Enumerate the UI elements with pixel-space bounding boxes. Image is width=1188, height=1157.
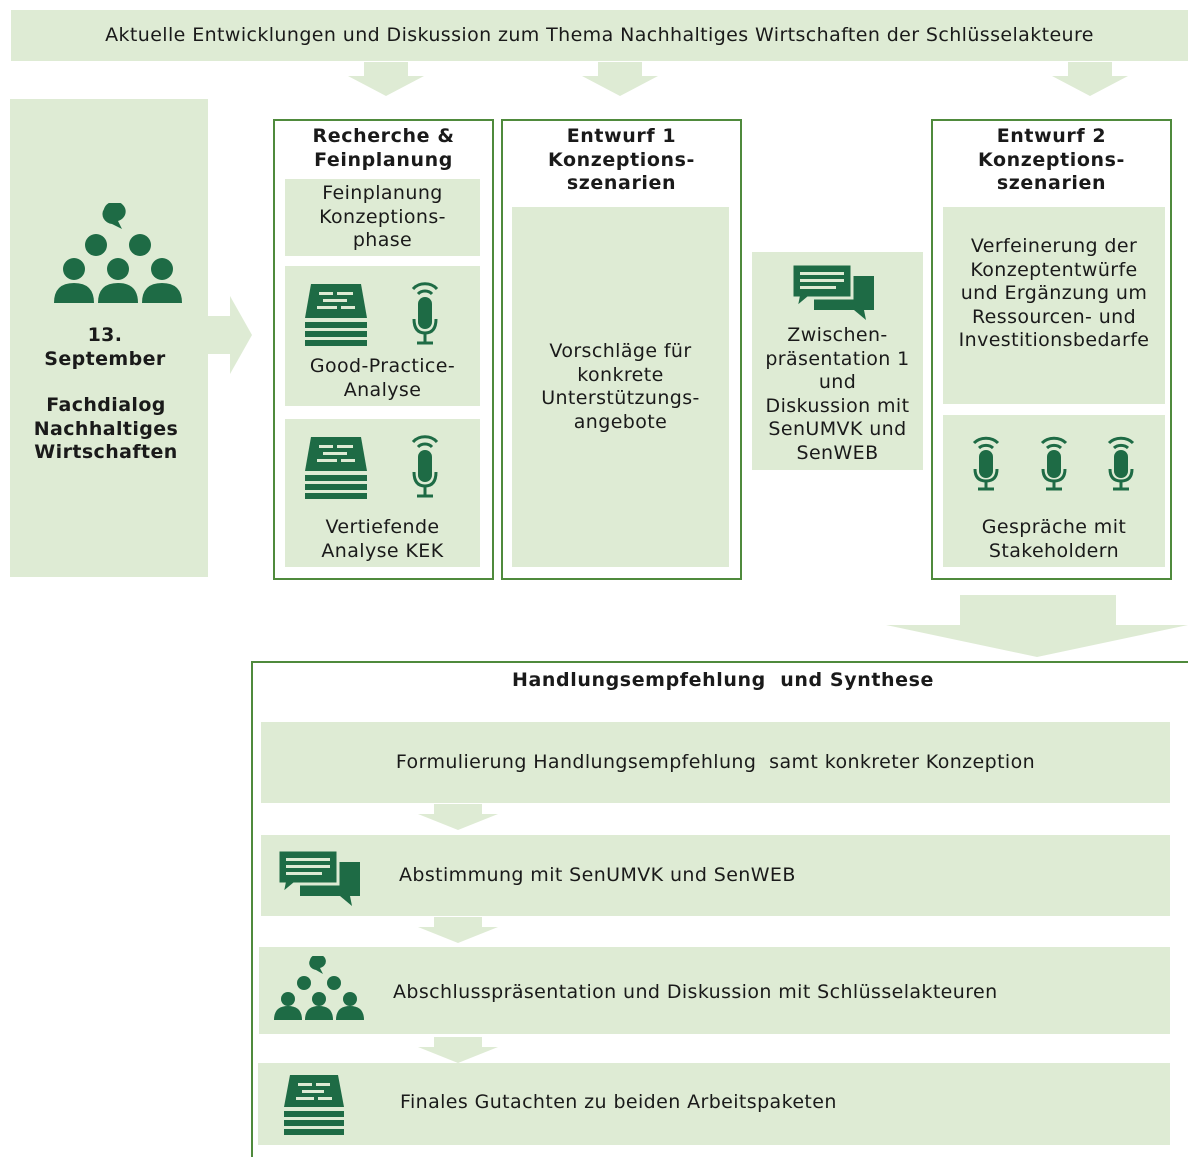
microphone-icon — [972, 436, 1000, 491]
synthesis-frame — [251, 661, 1188, 1157]
arrow-down-1 — [348, 62, 424, 96]
microphone-icon — [411, 435, 439, 498]
document-stack-icon — [305, 284, 367, 346]
arrow-down-step-1 — [418, 804, 498, 830]
box-good-practice-text: Good-Practice- Analyse — [309, 355, 456, 401]
box-verfeinerung: Verfeinerung der Konzeptentwürfe und Erg… — [943, 207, 1165, 404]
box-vorschlaege-text: Vorschläge für konkrete Unterstützungs- … — [541, 340, 700, 433]
event-name: Fachdialog Nachhaltiges Wirtschaften — [33, 394, 179, 463]
step-gutachten-text: Finales Gutachten zu beiden Arbeitspaket… — [400, 1091, 837, 1113]
step-abschluss-text: Abschlusspräsentation und Diskussion mit… — [393, 981, 998, 1003]
step-abstimmung — [261, 835, 1170, 916]
box-feinplanung-text: Feinplanung Konzeptions- phase — [319, 182, 446, 252]
chat-bubbles-icon — [790, 262, 874, 320]
column-entwurf1-title: Entwurf 1 Konzeptions- szenarien — [547, 125, 696, 194]
step-abschluss — [259, 947, 1170, 1034]
event-panel — [10, 99, 208, 577]
column-entwurf2-title: Entwurf 2 Konzeptions- szenarien — [977, 125, 1126, 194]
box-stakeholder-text: Gespräche mit Stakeholdern — [981, 516, 1127, 562]
box-vorschlaege: Vorschläge für konkrete Unterstützungs- … — [512, 207, 729, 567]
arrow-down-step-3 — [418, 1037, 498, 1063]
microphone-icon — [1040, 436, 1068, 491]
people-group-icon — [54, 203, 182, 303]
document-stack-icon — [305, 437, 367, 499]
box-kek-text: Vertiefende Analyse KEK — [321, 516, 444, 562]
column-recherche-title: Recherche & Feinplanung — [312, 125, 455, 171]
people-group-icon — [274, 956, 364, 1020]
microphone-icon — [1107, 436, 1135, 491]
microphone-icon — [411, 282, 439, 345]
document-stack-icon — [284, 1075, 344, 1135]
chat-bubbles-icon — [276, 848, 360, 906]
step-formulierung: Formulierung Handlungsempfehlung samt ko… — [261, 722, 1170, 803]
box-verfeinerung-text: Verfeinerung der Konzeptentwürfe und Erg… — [958, 235, 1150, 351]
step-gutachten — [258, 1063, 1170, 1145]
box-feinplanung: Feinplanung Konzeptions- phase — [285, 179, 480, 256]
top-banner: Aktuelle Entwicklungen und Diskussion zu… — [11, 10, 1188, 61]
top-banner-text: Aktuelle Entwicklungen und Diskussion zu… — [105, 23, 1094, 46]
synthesis-title: Handlungsempfehlung und Synthese — [511, 669, 935, 691]
box-zwischenpraesentation-text: Zwischen- präsentation 1 und Diskussion … — [765, 324, 910, 464]
arrow-right — [208, 296, 252, 374]
arrow-down-synthesis — [886, 595, 1188, 657]
arrow-down-step-2 — [418, 917, 498, 943]
event-date: 13. September — [44, 324, 166, 370]
step-abstimmung-text: Abstimmung mit SenUMVK und SenWEB — [399, 864, 796, 886]
step-formulierung-text: Formulierung Handlungsempfehlung samt ko… — [395, 750, 1036, 773]
arrow-down-2 — [582, 62, 658, 96]
arrow-down-3 — [1052, 62, 1128, 96]
